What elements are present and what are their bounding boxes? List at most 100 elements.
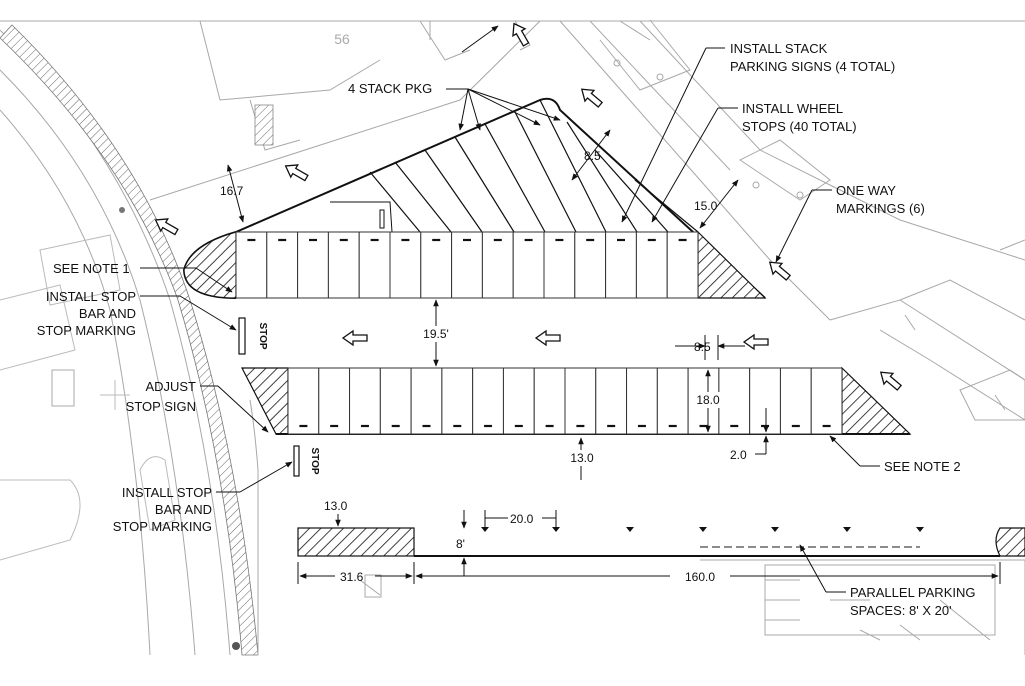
label-see-note-2: SEE NOTE 2 [884,459,961,474]
lower-right-hatched-island [841,366,912,435]
label-adjust-stop-line2: STOP SIGN [126,399,196,414]
label-one-way-line1: ONE WAY [836,183,896,198]
lower-parking-stall [502,367,535,435]
lower-parking-module [241,366,912,435]
stop-bar-upper [238,317,246,355]
dim-20-0: 20.0 [510,512,534,526]
lower-parking-stall [718,367,751,435]
upper-parking-stall [420,231,453,299]
one-way-arrow [154,218,179,236]
dim-8-ft: 8' [456,537,465,551]
label-one-way-line2: MARKINGS (6) [836,201,925,216]
label-stop-bar-lower-line3: STOP MARKING [113,519,212,534]
stop-bar-lower [293,445,300,477]
label-stack-signs-line2: PARKING SIGNS (4 TOTAL) [730,59,895,74]
dim-13-0-mid: 13.0 [570,451,594,465]
parallel-stall-tick [771,527,779,532]
parallel-stall-tick [916,527,924,532]
dim-16-7: 16.7 [220,184,244,198]
upper-parking-stall [574,231,607,299]
label-stop-bar-upper-line3: STOP MARKING [37,323,136,338]
upper-parking-stall [327,231,360,299]
stop-marking-upper: STOP [257,322,268,349]
upper-parking-stall [451,231,483,299]
dim-8-5-mid: 8.5 [694,340,711,354]
one-way-arrow [879,371,903,391]
dim-19-5: 19.5' [423,327,449,341]
upper-parking-module [182,97,767,299]
label-adjust-stop-line1: ADJUST [145,379,196,394]
label-stack-signs-line1: INSTALL STACK [730,41,828,56]
parallel-stall-tick [481,527,489,532]
lower-parking-stall [749,367,781,435]
label-stack-pkg: 4 STACK PKG [348,81,432,96]
dim-160-0: 160.0 [685,570,715,584]
dim-15-0: 15.0 [694,199,718,213]
lower-parking-stall [564,367,597,435]
upper-parking-stall [389,231,422,299]
lot-number: 56 [334,31,350,47]
label-stop-bar-upper-line1: INSTALL STOP [46,289,136,304]
upper-left-hatched-island [183,231,237,299]
one-way-arrow [512,22,530,47]
callout-text-group: 4 STACK PKG INSTALL STACK PARKING SIGNS … [37,41,976,618]
lower-parking-stall [349,367,381,435]
label-see-note-1: SEE NOTE 1 [53,261,130,276]
label-wheel-stops-line2: STOPS (40 TOTAL) [742,119,857,134]
one-way-arrow [284,164,309,182]
label-parallel-line2: SPACES: 8' X 20' [850,603,952,618]
parallel-stall-tick [552,527,560,532]
dim-2-0: 2.0 [730,448,747,462]
lower-parking-stall [626,367,658,435]
stop-marking-lower: STOP [309,447,320,474]
label-stop-bar-lower-line2: BAR AND [155,502,212,517]
dim-31-6: 31.6 [340,570,364,584]
label-stop-bar-upper-line2: BAR AND [79,306,136,321]
label-parallel-line1: PARALLEL PARKING [850,585,975,600]
lower-parking-stall [779,367,812,435]
upper-parking-stall [481,231,514,299]
parallel-stall-tick [626,527,634,532]
lower-parking-stall [410,367,443,435]
one-way-arrow [580,88,604,108]
one-way-arrow [341,329,368,347]
upper-parking-stall [358,231,391,299]
upper-parking-stall [297,231,329,299]
lower-parking-stall [533,367,566,435]
lower-parking-stall [318,367,351,435]
parallel-parking-strip [297,527,1025,557]
label-wheel-stops-line1: INSTALL WHEEL [742,101,843,116]
dim-13-0-low: 13.0 [324,499,348,513]
lower-parking-stall [656,367,689,435]
dimension-text-group: 16.7 8.5 15.0 19.5' 8.5 18.0 13.0 2.0 13… [220,149,747,584]
one-way-arrow-group [154,22,903,391]
one-way-arrow [768,261,792,281]
label-stop-bar-lower-line1: INSTALL STOP [122,485,212,500]
one-way-arrow [742,333,769,351]
parallel-right-hatched-island [995,527,1025,557]
upper-parking-stall [543,231,576,299]
upper-parking-stall [266,231,299,299]
parallel-stall-tick [843,527,851,532]
background-site-features [0,19,1025,656]
lower-parking-stall [472,367,504,435]
lower-parking-stall [287,367,320,435]
upper-right-hatched-island [697,230,767,299]
lower-parking-stall [441,367,474,435]
lower-parking-stall [810,367,843,435]
parallel-stall-tick [699,527,707,532]
upper-parking-stall [512,231,545,299]
dimension-lines [226,129,1001,584]
lower-parking-stall [379,367,412,435]
lower-left-hatched-island [241,367,289,435]
upper-parking-stall [605,231,637,299]
parallel-left-hatched-island [297,527,415,557]
dim-8-5-top: 8.5 [584,149,601,163]
upper-parking-stall [666,231,699,299]
one-way-arrow [534,329,561,347]
callout-leaders [140,25,880,593]
dim-18-0: 18.0 [696,393,720,407]
upper-parking-stall [235,231,268,299]
lower-parking-stall [595,367,628,435]
